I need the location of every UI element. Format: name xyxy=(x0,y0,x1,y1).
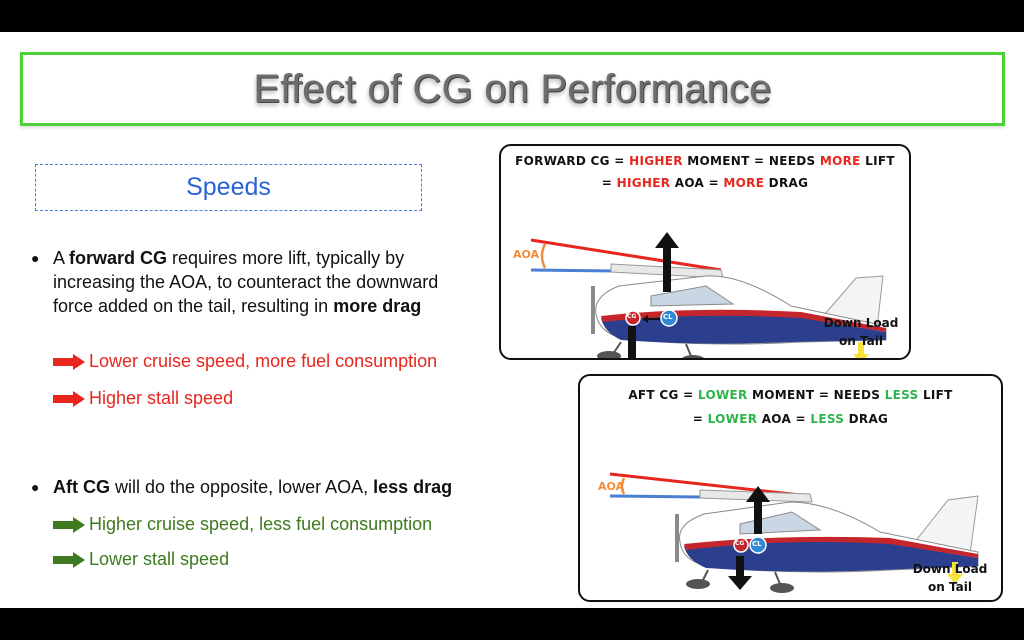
aoa-label: AOA xyxy=(513,248,540,261)
panel-aft-line2: = LOWER AOA = LESS DRAG xyxy=(692,412,889,426)
result-text: Lower stall speed xyxy=(89,549,230,569)
section-heading-box: Speeds xyxy=(35,164,422,211)
forward-result-1: Lower cruise speed, more fuel consumptio… xyxy=(53,351,437,372)
forward-cg-panel: FORWARD CG = HIGHER MOMENT = NEEDS MORE … xyxy=(499,144,911,360)
green-arrow-icon xyxy=(53,516,85,533)
bullet-text: A xyxy=(53,248,70,268)
down-load-label: Down Load on Tail xyxy=(823,316,899,348)
weight-arrow-icon xyxy=(728,556,752,590)
title-banner: Effect of CG on Performance xyxy=(20,52,1005,126)
cg-label: CG xyxy=(627,313,637,320)
slide: Effect of CG on Performance Speeds ● A f… xyxy=(0,32,1024,608)
aft-cg-panel: AFT CG = LOWER MOMENT = NEEDS LESS LIFT … xyxy=(578,374,1003,602)
lift-arrow-icon xyxy=(746,486,770,534)
lift-arrow-icon xyxy=(655,232,679,292)
bullet-text: will do the opposite, lower AOA, xyxy=(110,477,374,497)
down-load-label: Down Load on Tail xyxy=(912,562,988,594)
bullet-bold: more drag xyxy=(333,296,422,316)
aft-result-2: Lower stall speed xyxy=(53,549,229,570)
panel-forward-line1: FORWARD CG = HIGHER MOMENT = NEEDS MORE … xyxy=(515,154,895,168)
cl-label: CL xyxy=(663,313,673,321)
airplane-forward-diagram xyxy=(530,232,887,358)
red-arrow-icon xyxy=(53,390,85,407)
section-heading: Speeds xyxy=(186,173,271,201)
panel-forward-line2: = HIGHER AOA = MORE DRAG xyxy=(601,176,809,190)
red-arrow-icon xyxy=(53,353,85,370)
bullet-bold: Aft CG xyxy=(53,477,110,497)
forward-result-2: Higher stall speed xyxy=(53,388,233,409)
bullet-dot: ● xyxy=(31,479,40,495)
aft-result-1: Higher cruise speed, less fuel consumpti… xyxy=(53,514,432,535)
panel-aft-line1: AFT CG = LOWER MOMENT = NEEDS LESS LIFT xyxy=(628,388,953,402)
page-title: Effect of CG on Performance xyxy=(253,66,772,111)
bullet-bold: forward CG xyxy=(69,248,168,268)
result-text: Higher stall speed xyxy=(89,388,234,408)
bullet-text: requires more lift, typically by increas… xyxy=(53,248,439,316)
bullet-bold: less drag xyxy=(373,477,453,497)
cl-label: CL xyxy=(752,540,762,548)
result-text: Lower cruise speed, more fuel consumptio… xyxy=(89,351,438,371)
bullet-dot: ● xyxy=(31,250,40,266)
airplane-aft-diagram xyxy=(609,472,979,593)
bullet-aft-cg: ● Aft CG will do the opposite, lower AOA… xyxy=(31,475,513,499)
result-text: Higher cruise speed, less fuel consumpti… xyxy=(89,514,433,534)
down-load-arrow-icon xyxy=(853,342,869,358)
aoa-label: AOA xyxy=(598,480,625,493)
green-arrow-icon xyxy=(53,551,85,568)
weight-arrow-icon xyxy=(628,326,636,358)
bullet-forward-cg: ● A forward CG requires more lift, typic… xyxy=(31,246,453,318)
cg-label: CG xyxy=(735,540,745,547)
down-load-arrow-icon xyxy=(947,562,963,584)
